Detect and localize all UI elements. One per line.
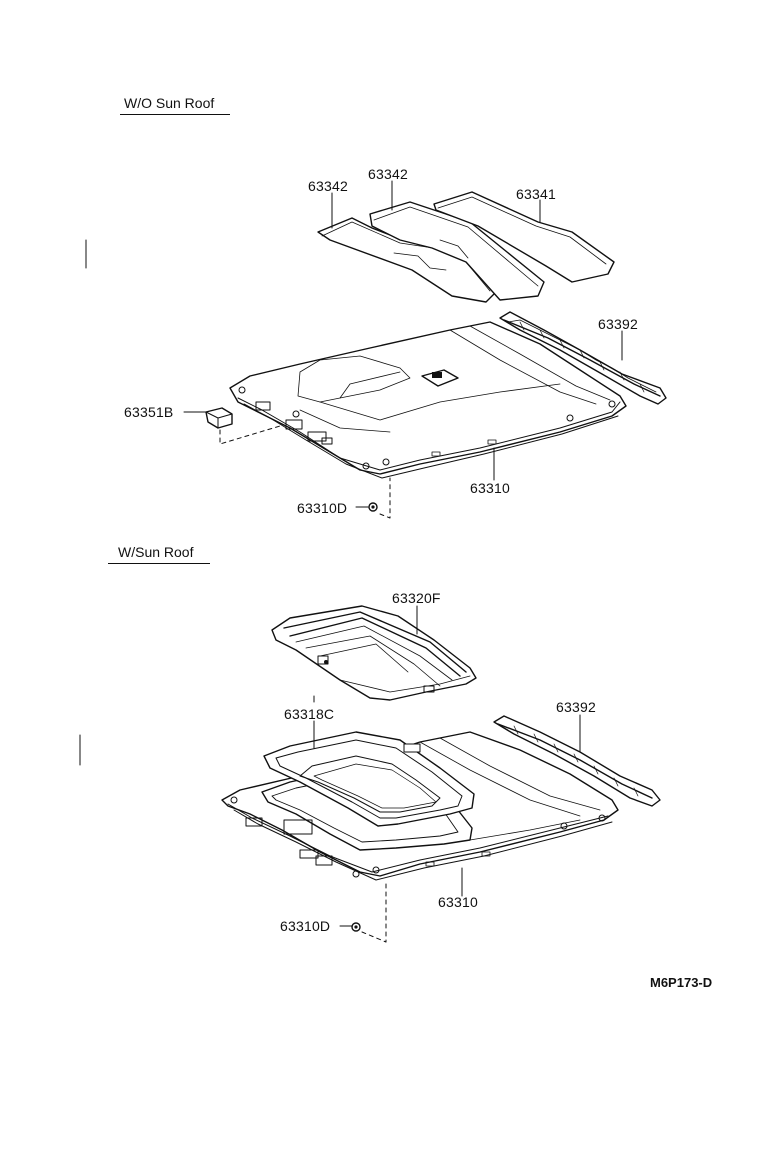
- part-label-63342-middle: 63342: [368, 166, 408, 182]
- part-label-63310d-bottom: 63310D: [280, 918, 331, 934]
- part-label-63342-left: 63342: [308, 178, 348, 194]
- part-label-63310-top: 63310: [470, 480, 510, 496]
- part-label-63318c: 63318C: [284, 706, 335, 722]
- scan-marks: [79, 239, 315, 766]
- leaders-bottom: [313, 605, 581, 927]
- guide-lines-bottom: [361, 881, 387, 943]
- section-rule-with-sunroof: [108, 563, 210, 564]
- section-title-with-sunroof: W/Sun Roof: [118, 544, 194, 560]
- part-label-63310-bottom: 63310: [438, 894, 478, 910]
- part-label-63351b: 63351B: [124, 404, 174, 420]
- nut-63310d-bottom: [351, 922, 361, 932]
- part-label-63320f: 63320F: [392, 590, 441, 606]
- pad-63341: [433, 191, 615, 283]
- nut-63310d-top: [368, 502, 378, 512]
- bottom-assembly: [221, 605, 661, 943]
- sunroof-frame-63318c: [263, 731, 475, 827]
- clip-63351b: [205, 407, 233, 429]
- sunroof-housing-63320f: [271, 605, 477, 701]
- part-label-63341: 63341: [516, 186, 556, 202]
- top-assembly: [183, 180, 667, 519]
- section-rule-without-sunroof: [120, 114, 230, 115]
- section-title-without-sunroof: W/O Sun Roof: [124, 95, 215, 111]
- part-label-63392-top: 63392: [598, 316, 638, 332]
- roof-rail-63392-top: [499, 311, 667, 405]
- figure-code: M6P173-D: [650, 975, 713, 990]
- guide-lines-top: [219, 425, 391, 519]
- roof-rail-63392-bottom: [493, 715, 661, 807]
- part-label-63392-bottom: 63392: [556, 699, 596, 715]
- part-label-63310d-top: 63310D: [297, 500, 348, 516]
- headliner-63310-top: [229, 321, 627, 479]
- leaders-top: [183, 180, 623, 508]
